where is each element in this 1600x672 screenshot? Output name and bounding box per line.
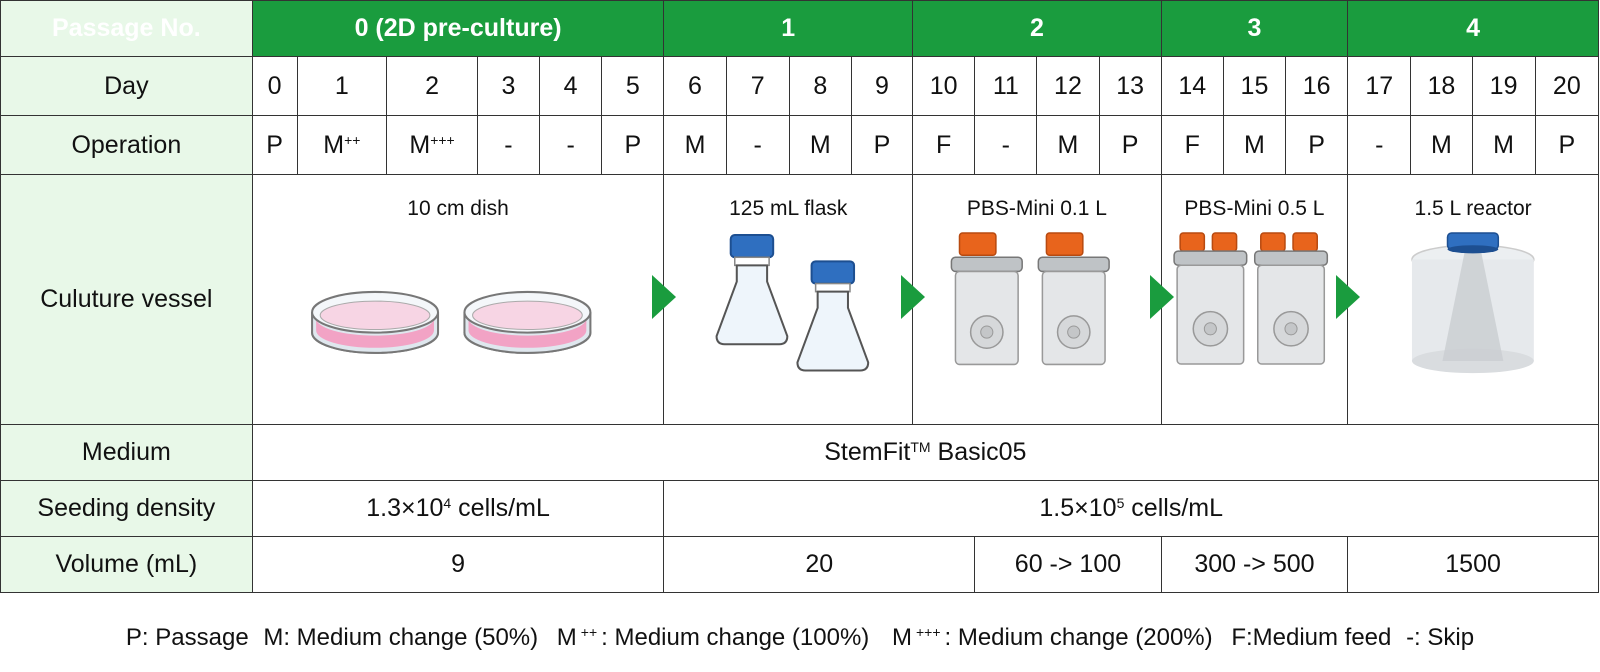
operation-cell: M	[1222, 115, 1287, 175]
operation-cell: M	[1036, 115, 1100, 175]
legend-medium-feed: F:Medium feed	[1231, 624, 1392, 651]
operation-cell: P	[1285, 115, 1349, 175]
day-cell: 7	[725, 56, 790, 116]
volume-row: Volume (mL) 9 20 60 -> 100 300 -> 500 15…	[0, 536, 1599, 593]
petri-dish-icon	[310, 290, 592, 354]
passage-1: 1	[663, 0, 914, 57]
day-cell: 0	[251, 56, 298, 116]
volume-cell: 60 -> 100	[974, 536, 1162, 593]
day-row: Day 0 1 2 3 4 5 6 7 8 9 10 11 12 13 14 1…	[0, 56, 1600, 116]
legend-passage: P: Passage	[125, 624, 249, 651]
vessel-name: PBS-Mini 0.1 L	[966, 197, 1107, 220]
day-cell: 10	[912, 56, 976, 116]
operation-cell: -	[974, 115, 1038, 175]
passage-row: Passage No. 0 (2D pre-culture) 1 2 3 4	[0, 0, 1599, 57]
day-cell: 6	[663, 56, 727, 116]
seeding-label: Seeding density	[0, 480, 253, 537]
day-cell: 16	[1285, 56, 1349, 116]
operation-cell: M	[1471, 115, 1536, 175]
operation-cell: M++	[296, 115, 388, 175]
vessel-row: Culuture vessel 10 cm dish	[0, 174, 1599, 425]
passage-2: 2	[912, 0, 1162, 57]
vessel-reactor-cell: 1.5 L reactor	[1336, 174, 1599, 425]
passage-0: 0 (2D pre-culture)	[251, 0, 665, 57]
day-cell: 4	[539, 56, 603, 116]
operation-cell: P	[601, 115, 665, 175]
day-cell: 20	[1534, 56, 1600, 116]
day-cell: 5	[601, 56, 665, 116]
bioreactor-medium-icon	[1173, 232, 1328, 365]
operation-cell: M	[663, 115, 727, 175]
reactor-icon	[1411, 232, 1535, 374]
arrow-right-icon	[652, 275, 677, 319]
operation-cell: P	[1534, 115, 1600, 175]
operation-label: Operation	[0, 115, 253, 175]
operation-cell: M	[1410, 115, 1473, 175]
bioreactor-small-icon	[950, 232, 1110, 366]
volume-cell: 20	[663, 536, 976, 593]
operation-cell: -	[1347, 115, 1412, 175]
operation-cell: F	[912, 115, 976, 175]
day-cell: 15	[1222, 56, 1287, 116]
vessel-pbs-mini-05-cell: PBS-Mini 0.5 L	[1149, 174, 1349, 425]
culture-schedule-table: Passage No. 0 (2D pre-culture) 1 2 3 4 D…	[0, 0, 1600, 593]
day-cell: 11	[974, 56, 1038, 116]
vessel-dish-cell: 10 cm dish	[251, 174, 665, 425]
vessel-pbs-mini-01-cell: PBS-Mini 0.1 L	[901, 174, 1162, 425]
operation-cell: P	[251, 115, 298, 175]
medium-label: Medium	[0, 424, 253, 481]
passage-3: 3	[1160, 0, 1349, 57]
arrow-right-icon	[1149, 275, 1174, 319]
operation-cell: P	[1098, 115, 1162, 175]
volume-cell: 9	[251, 536, 665, 593]
day-cell: 14	[1160, 56, 1224, 116]
operation-cell: F	[1160, 115, 1224, 175]
operation-cell: M+++	[386, 115, 478, 175]
volume-label: Volume (mL)	[0, 536, 253, 593]
vessel-name: 125 mL flask	[729, 197, 848, 220]
day-cell: 19	[1471, 56, 1536, 116]
vessel-label: Culuture vessel	[0, 174, 253, 425]
vessel-name: 1.5 L reactor	[1414, 197, 1532, 220]
flask-icon	[715, 234, 870, 372]
arrow-right-icon	[1336, 275, 1361, 319]
day-cell: 17	[1347, 56, 1412, 116]
day-cell: 9	[850, 56, 914, 116]
operation-cell: -	[725, 115, 790, 175]
seeding-post-value: 1.5×105 cells/mL	[663, 480, 1599, 537]
seeding-pre-value: 1.3×104 cells/mL	[251, 480, 665, 537]
medium-row: Medium StemFitTM Basic05	[0, 424, 1600, 481]
legend-medium-change: M: Medium change (50%)	[263, 624, 539, 651]
operation-row: Operation P M++ M+++ - - P M - M P F - M…	[0, 115, 1600, 175]
seeding-row: Seeding density 1.3×104 cells/mL 1.5×105…	[0, 480, 1599, 537]
day-cell: 18	[1410, 56, 1473, 116]
passage-label: Passage No.	[0, 0, 253, 57]
operation-cell: M	[788, 115, 852, 175]
vessel-name: PBS-Mini 0.5 L	[1184, 197, 1325, 220]
day-cell: 1	[296, 56, 388, 116]
operation-cell: P	[850, 115, 914, 175]
day-cell: 3	[476, 56, 541, 116]
vessel-name: 10 cm dish	[407, 197, 509, 220]
legend-medium-change-200: M+++: Medium change (200%)	[891, 624, 1213, 651]
day-cell: 13	[1098, 56, 1162, 116]
passage-4: 4	[1347, 0, 1599, 57]
legend-medium-change-100: M++: Medium change (100%)	[556, 624, 870, 651]
day-cell: 2	[386, 56, 478, 116]
day-cell: 8	[788, 56, 852, 116]
vessel-flask-cell: 125 mL flask	[652, 174, 914, 425]
volume-cell: 300 -> 500	[1160, 536, 1349, 593]
arrow-right-icon	[901, 275, 926, 319]
legend: P: Passage M: Medium change (50%) M++: M…	[0, 624, 1600, 652]
operation-cell: -	[476, 115, 541, 175]
volume-cell: 1500	[1347, 536, 1599, 593]
medium-value: StemFitTM Basic05	[251, 424, 1600, 481]
operation-cell: -	[539, 115, 603, 175]
day-cell: 12	[1036, 56, 1100, 116]
legend-skip: -: Skip	[1406, 624, 1475, 651]
day-label: Day	[0, 56, 253, 116]
